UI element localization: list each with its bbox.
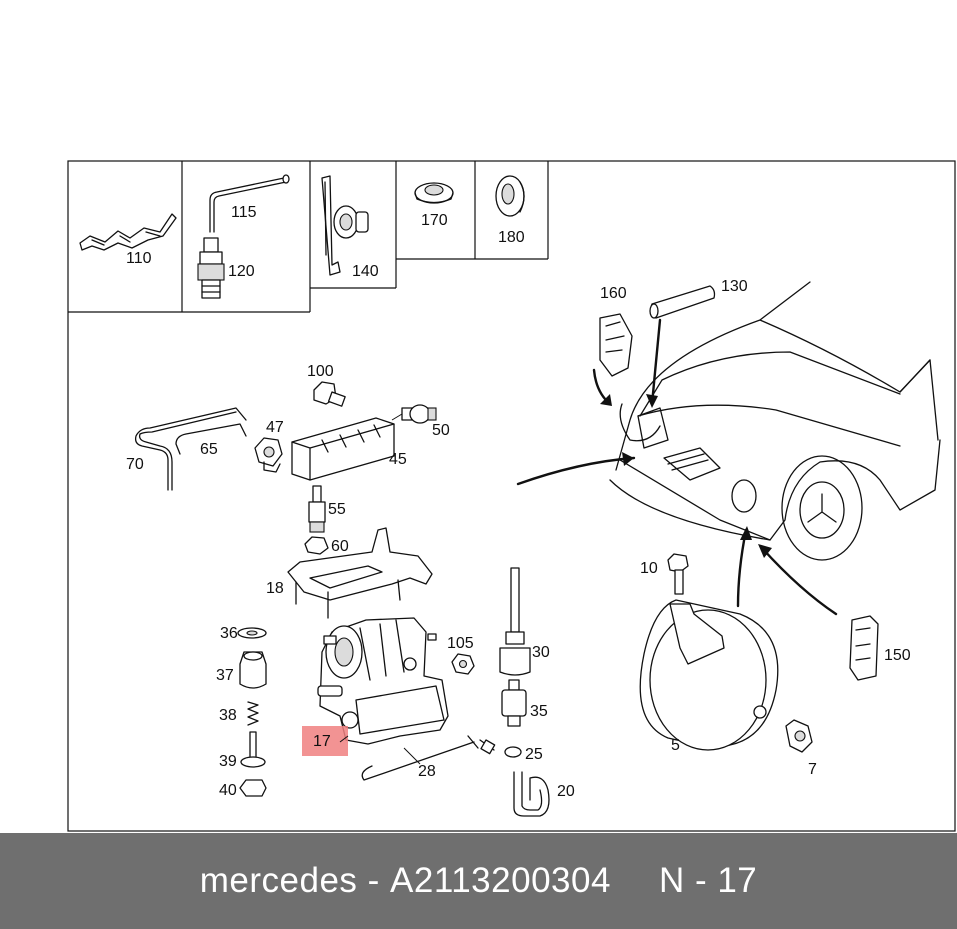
part-130-sleeve — [649, 285, 716, 319]
label-45: 45 — [389, 451, 407, 468]
label-38: 38 — [219, 707, 237, 724]
part-30-dryer — [499, 567, 531, 676]
inset-boxes — [68, 161, 549, 313]
label-60: 60 — [331, 538, 349, 555]
label-180: 180 — [498, 229, 525, 246]
footer-separator: - — [367, 861, 380, 900]
label-5: 5 — [671, 737, 680, 754]
part-35-filter — [501, 679, 527, 727]
label-65: 65 — [200, 441, 218, 458]
part-50-sensor — [401, 404, 437, 424]
label-35: 35 — [530, 703, 548, 720]
label-115: 115 — [231, 204, 257, 221]
label-36: 36 — [220, 625, 238, 642]
pointer-arrows — [516, 318, 838, 616]
part-17-compressor — [317, 617, 449, 745]
label-18: 18 — [266, 580, 284, 597]
car-front — [609, 281, 941, 561]
part-70-pipe — [134, 407, 247, 491]
label-100: 100 — [307, 363, 334, 380]
part-150-sensor — [849, 615, 879, 681]
label-28: 28 — [418, 763, 436, 780]
part-20-hose — [513, 771, 550, 817]
label-47: 47 — [266, 419, 284, 436]
label-30: 30 — [532, 644, 550, 661]
part-105-nut — [451, 653, 475, 675]
leader-lines — [339, 413, 421, 765]
parts-diagram: 110 115 120 140 170 180 160 130 100 47 5… — [67, 160, 956, 832]
label-120: 120 — [228, 263, 255, 280]
diagram-frame — [67, 160, 956, 832]
label-130: 130 — [721, 278, 748, 295]
part-180-grommet — [495, 175, 525, 217]
part-25-clamp — [504, 746, 522, 758]
label-55: 55 — [328, 501, 346, 518]
footer-part-number: A2113200304 — [390, 861, 611, 900]
part-115-pipe — [209, 174, 290, 233]
part-10-bolt — [667, 553, 689, 595]
label-25: 25 — [525, 746, 543, 763]
part-55-valve — [308, 485, 326, 533]
label-160: 160 — [600, 285, 627, 302]
part-170-grommet — [414, 182, 454, 204]
part-140-clip — [321, 175, 369, 276]
label-10: 10 — [640, 560, 658, 577]
label-50: 50 — [432, 422, 450, 439]
part-5-reservoir — [639, 599, 779, 751]
footer-brand: mercedes — [199, 861, 358, 900]
part-18-bracket — [287, 527, 433, 619]
part-100-bolt — [313, 381, 346, 407]
part-40-nut — [239, 779, 267, 797]
part-39-bolt — [240, 731, 266, 768]
part-60-nut — [304, 536, 329, 555]
part-45-valve-block — [291, 417, 395, 481]
part-110-bracket — [79, 213, 177, 251]
label-39: 39 — [219, 753, 237, 770]
footer-ref: N - 17 — [658, 861, 758, 900]
part-38-spring — [247, 701, 259, 726]
label-110: 110 — [126, 250, 152, 267]
label-20: 20 — [557, 783, 575, 800]
label-140: 140 — [352, 263, 379, 280]
part-47-nut — [254, 437, 283, 473]
label-40: 40 — [219, 782, 237, 799]
highlight-box — [302, 726, 348, 756]
label-37: 37 — [216, 667, 234, 684]
part-65-pipe — [175, 423, 247, 455]
label-150: 150 — [884, 647, 911, 664]
part-120-connector — [197, 237, 225, 299]
label-17: 17 — [313, 733, 331, 750]
label-7: 7 — [808, 761, 817, 778]
label-105: 105 — [447, 635, 474, 652]
part-37-mount — [239, 651, 267, 689]
part-28-hose — [361, 735, 496, 781]
part-160-control-unit — [599, 313, 633, 377]
label-170: 170 — [421, 212, 448, 229]
label-70: 70 — [126, 456, 144, 473]
part-7-plug — [785, 719, 813, 753]
callout-labels: 110 115 120 140 170 180 160 130 100 47 5… — [126, 204, 911, 800]
part-36-washer — [237, 627, 267, 639]
footer-caption: mercedes - A2113200304 N - 17 — [0, 833, 957, 929]
